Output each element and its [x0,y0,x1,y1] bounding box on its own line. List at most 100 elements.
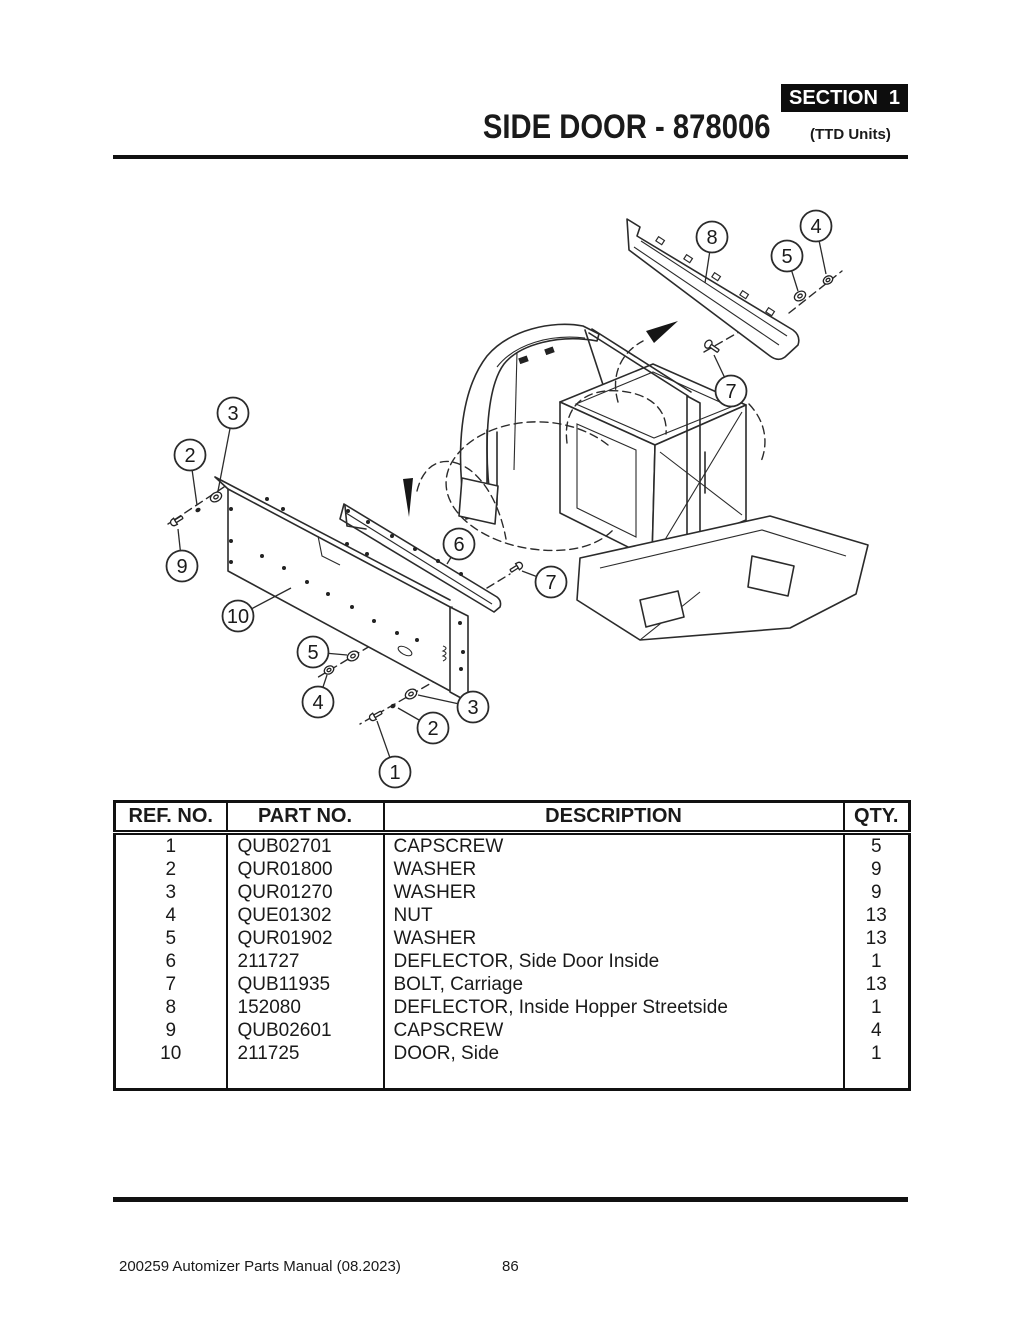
callout-2: 2 [173,438,207,506]
table-cell: 1 [842,1042,910,1065]
footer-manual-info: 200259 Automizer Parts Manual (08.2023) [119,1258,401,1275]
table-cell: QUE01302 [225,904,384,927]
svg-text:10: 10 [227,606,249,628]
table-header-row: REF. NO. PART NO. DESCRIPTION QTY. [114,801,910,835]
table-cell: 4 [165,904,177,926]
table-cell [382,1065,844,1090]
svg-text:7: 7 [545,572,556,594]
callout-3: 3 [417,690,490,724]
table-cell: CAPSCREW [382,832,844,858]
table-cell [115,1065,227,1090]
footer-rule [113,1197,908,1202]
callout-1: 1 [376,720,412,789]
col-header-qty: QTY. [842,801,910,835]
nut-icon [821,273,835,287]
table-cell: 1 [842,996,910,1019]
table-cell: QUR01902 [225,927,384,950]
table-cell: QUR01270 [225,881,384,904]
table-cell: 8 [165,996,177,1018]
washer-icon [344,648,362,664]
svg-text:7: 7 [725,381,736,403]
table-cell: WASHER [382,927,844,950]
callout-5: 5 [770,239,804,292]
page-subtitle: (TTD Units) [810,126,891,143]
table-cell: QUR01800 [225,858,384,881]
table-cell: 5 [842,832,910,858]
col-header-ref-no: REF. NO. [114,801,227,835]
callout-4: 4 [799,209,833,275]
table-cell: 13 [842,927,910,950]
callout-5: 5 [296,635,348,669]
table-cell: 13 [842,973,910,996]
washer-icon [402,686,420,702]
table-cell: DEFLECTOR, Side Door Inside [382,950,844,973]
table-cell: 1 [165,835,177,857]
page-title: SIDE DOOR - 878006 [482,108,770,146]
section-badge: SECTION 1 [781,84,908,112]
table-cell: QUB02701 [225,832,384,858]
svg-text:4: 4 [810,216,821,238]
table-cell: 9 [165,1019,177,1041]
table-cell: 13 [842,904,910,927]
table-cell: 9 [842,881,910,904]
svg-text:3: 3 [227,403,238,425]
bolt-icon [702,338,722,356]
table-cell: NUT [382,904,844,927]
callout-7: 7 [521,565,568,599]
capscrew-icon [367,708,384,723]
table-cell: 7 [165,973,177,995]
svg-text:2: 2 [184,445,195,467]
svg-text:9: 9 [176,556,187,578]
callout-9: 9 [165,528,199,583]
table-cell: WASHER [382,881,844,904]
deflector-side-door-inside-part6 [339,503,502,613]
capscrew-icon [168,513,185,528]
washer-icon [207,489,225,505]
callout-3: 3 [216,396,250,492]
table-cell: 152080 [225,996,384,1019]
callout-8: 8 [695,220,729,284]
table-cell: QUB11935 [225,973,384,996]
deflector-hopper-streetside-part8 [626,218,800,361]
callout-4: 4 [301,674,335,719]
nut-icon [322,663,336,677]
table-cell: 1 [842,950,910,973]
table-cell: 10 [160,1042,182,1064]
col-header-description: DESCRIPTION [382,801,844,835]
table-cell: DOOR, Side [382,1042,844,1065]
section-badge-label: SECTION [789,86,878,109]
svg-text:5: 5 [781,246,792,268]
table-cell: 6 [165,950,177,972]
table-filler-row [115,1065,910,1090]
svg-text:2: 2 [427,718,438,740]
svg-text:6: 6 [453,534,464,556]
side-door-part10 [214,476,469,700]
table-cell: DEFLECTOR, Inside Hopper Streetside [382,996,844,1019]
table-cell: 4 [842,1019,910,1042]
table-cell: WASHER [382,858,844,881]
callout-10: 10 [221,587,292,633]
table-cell: CAPSCREW [382,1019,844,1042]
table-cell: 2 [165,858,177,880]
table-cell: 9 [842,858,910,881]
table-cell: QUB02601 [225,1019,384,1042]
col-header-part-no: PART NO. [225,801,384,835]
callout-2: 2 [397,707,450,745]
table-cell: BOLT, Carriage [382,973,844,996]
section-number: 1 [888,86,900,109]
callout-7: 7 [713,354,748,408]
table-cell: 3 [165,881,177,903]
header-rule [113,155,908,159]
svg-text:1: 1 [389,762,400,784]
